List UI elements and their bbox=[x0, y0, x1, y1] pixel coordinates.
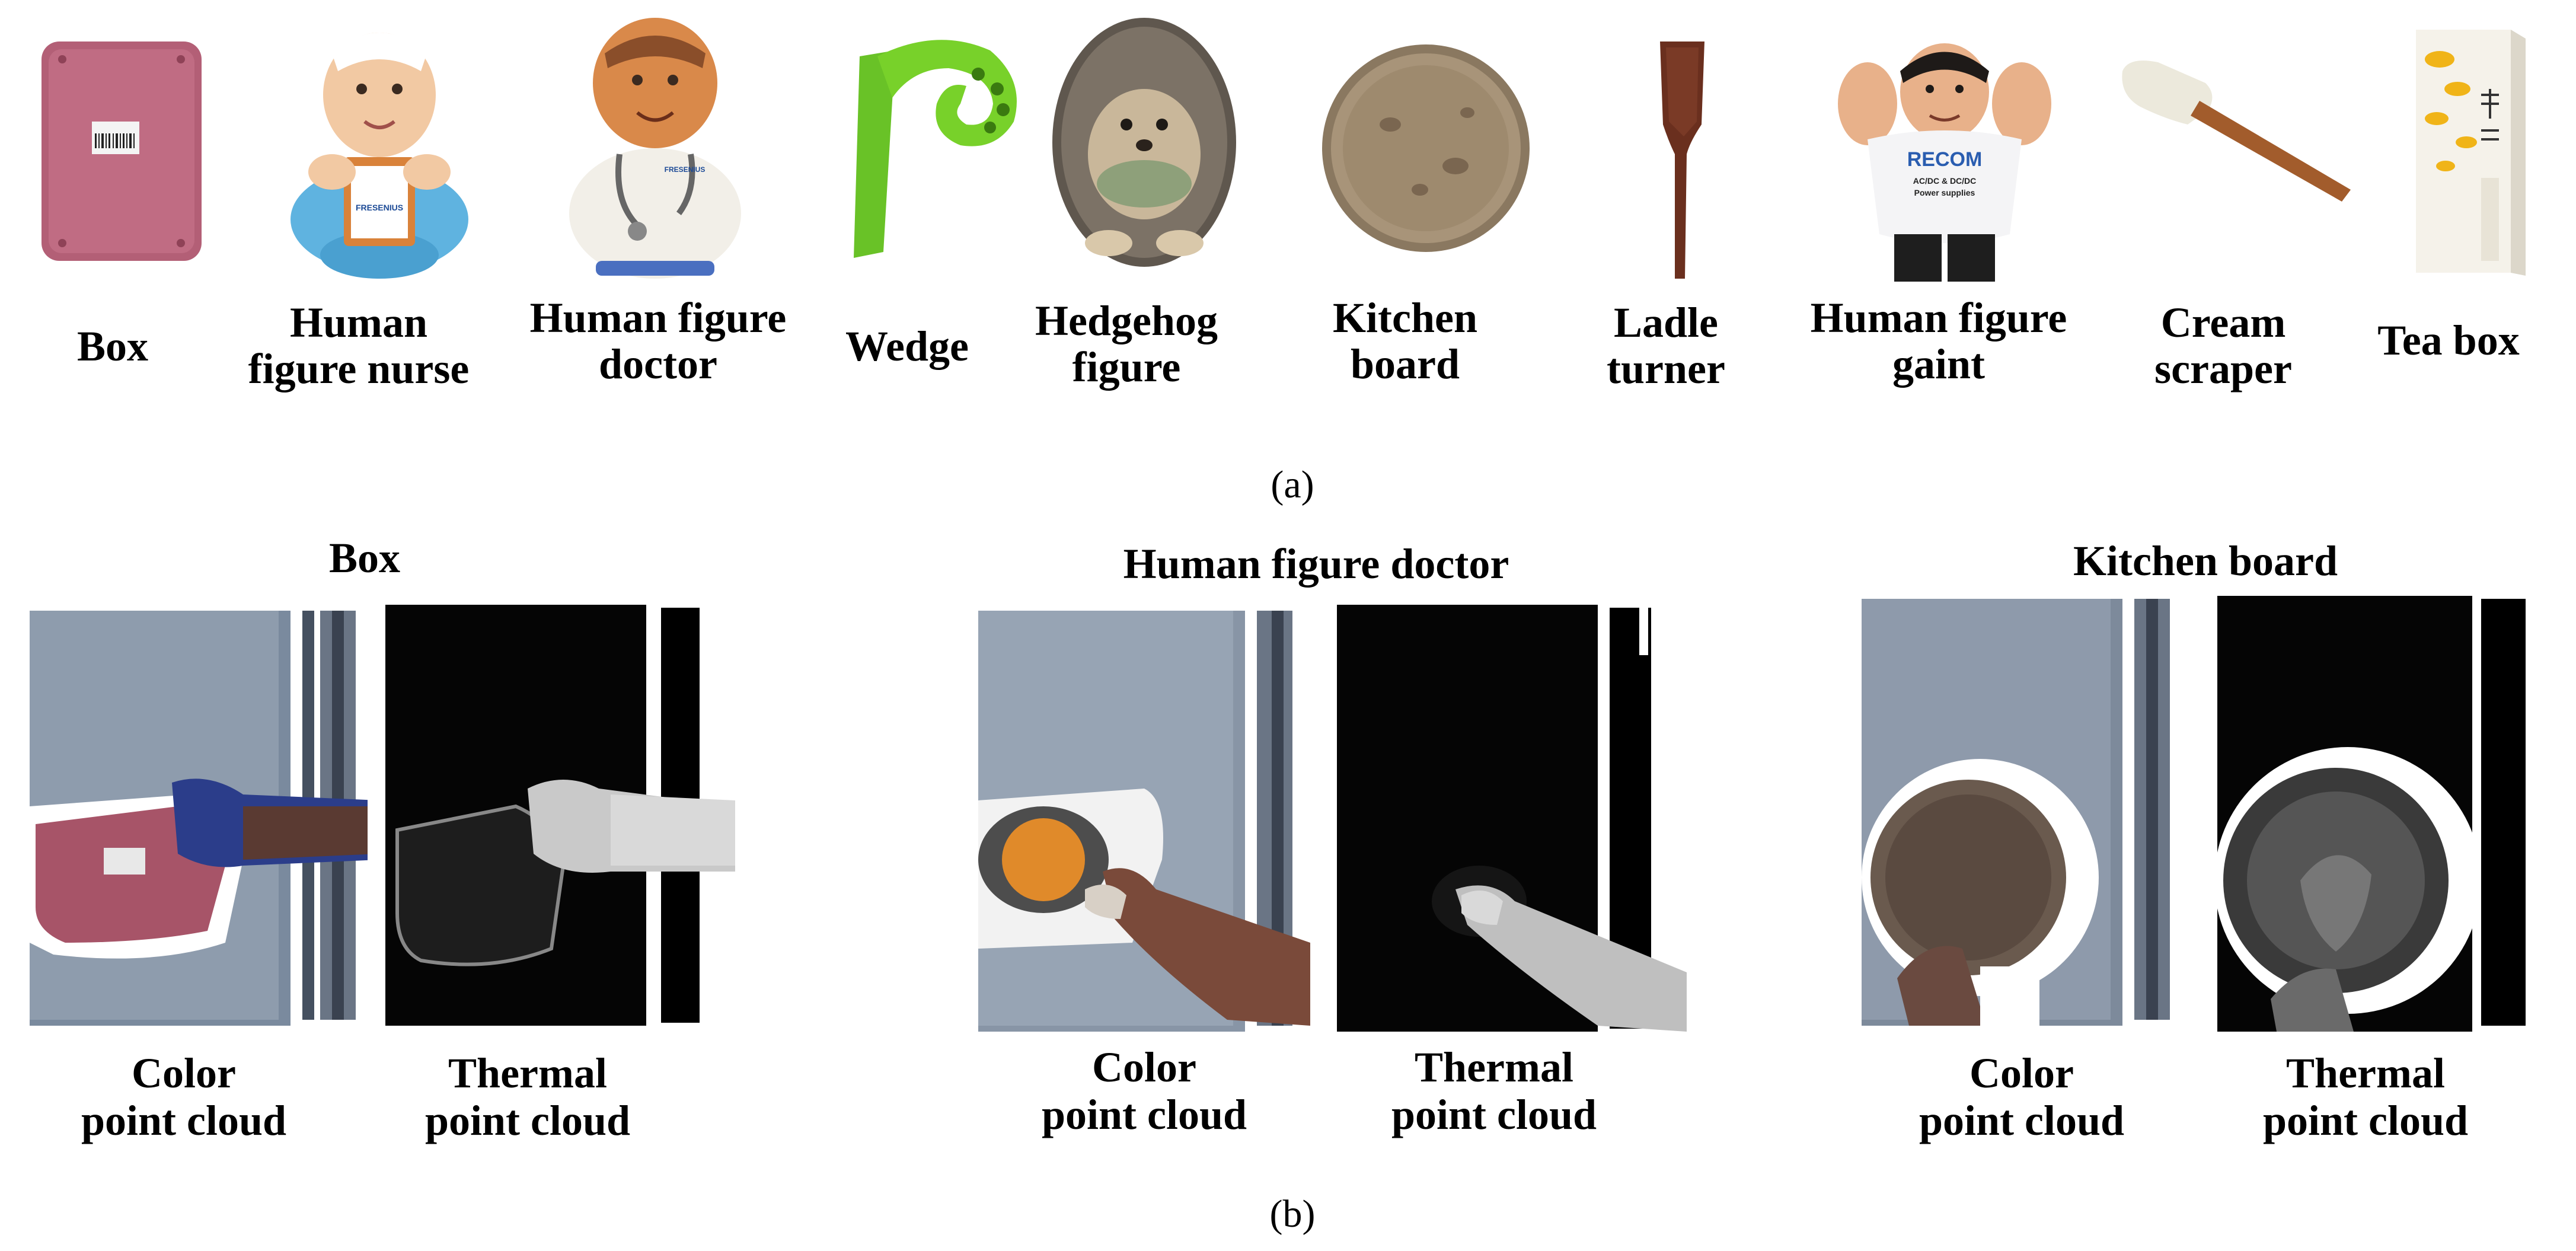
caption-b: (b) bbox=[1269, 1192, 1316, 1236]
object-label-nurse: Human figure nurse bbox=[248, 299, 470, 392]
cream-scraper-image bbox=[2122, 60, 2351, 202]
svg-text:AC/DC & DC/DC: AC/DC & DC/DC bbox=[1913, 176, 1977, 186]
object-label-hedgehog: Hedgehog figure bbox=[1035, 297, 1218, 391]
object-label-ladle-turner: Ladle turner bbox=[1607, 299, 1725, 392]
svg-text:Power supplies: Power supplies bbox=[1914, 188, 1975, 197]
box-color-point-cloud bbox=[30, 611, 368, 1026]
object-label-kitchen-board: Kitchen board bbox=[1333, 294, 1477, 388]
object-label-giant: Human figure gaint bbox=[1810, 294, 2067, 388]
kitchen-board-color-label: Color point cloud bbox=[1919, 1049, 2125, 1144]
nurse-figure-image: FRESENIUS bbox=[291, 33, 468, 279]
group-title-kitchen-board: Kitchen board bbox=[2073, 537, 2338, 585]
box-thermal-label: Thermal point cloud bbox=[424, 1049, 631, 1144]
box-image bbox=[42, 42, 202, 261]
kitchen-board-thermal-point-cloud bbox=[2217, 596, 2526, 1032]
group-title-doctor: Human figure doctor bbox=[1123, 540, 1509, 588]
giant-figure-image: RECOM AC/DC & DC/DC Power supplies bbox=[1838, 43, 2051, 282]
doctor-thermal-label: Thermal point cloud bbox=[1391, 1043, 1597, 1138]
caption-a: (a) bbox=[1271, 463, 1314, 506]
svg-text:RECOM: RECOM bbox=[1907, 148, 1983, 171]
doctor-color-label: Color point cloud bbox=[1041, 1043, 1247, 1138]
kitchen-board-thermal-label: Thermal point cloud bbox=[2262, 1049, 2469, 1144]
kitchen-board-color-point-cloud bbox=[1862, 599, 2170, 1026]
box-thermal-point-cloud bbox=[385, 605, 735, 1026]
object-label-box: Box bbox=[76, 323, 149, 370]
hedgehog-figure-image bbox=[1052, 18, 1236, 267]
box-color-label: Color point cloud bbox=[81, 1049, 287, 1144]
ladle-turner-image bbox=[1660, 42, 1704, 279]
object-label-wedge: Wedge bbox=[845, 323, 969, 370]
object-label-doctor: Human figure doctor bbox=[529, 294, 787, 388]
object-label-tea-box: Tea box bbox=[2377, 317, 2520, 364]
svg-text:FRESENIUS: FRESENIUS bbox=[665, 165, 706, 174]
doctor-thermal-point-cloud bbox=[1337, 605, 1687, 1032]
object-label-cream-scraper: Cream scraper bbox=[2154, 299, 2292, 392]
tea-box-image bbox=[2416, 30, 2526, 276]
svg-text:FRESENIUS: FRESENIUS bbox=[356, 203, 403, 212]
group-title-box: Box bbox=[328, 534, 401, 582]
wedge-image bbox=[854, 40, 1017, 258]
kitchen-board-image bbox=[1322, 44, 1530, 252]
doctor-figure-image: FRESENIUS bbox=[569, 18, 741, 279]
doctor-color-point-cloud bbox=[978, 611, 1310, 1032]
